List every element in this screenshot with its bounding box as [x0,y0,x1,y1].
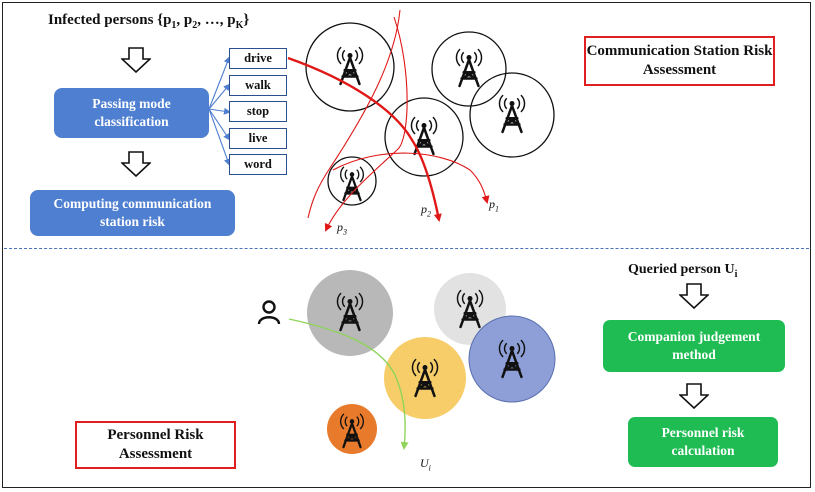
comm-station-title: Communication Station Risk Assessment [584,36,775,86]
station-circle-yellow [384,337,466,419]
trajectory-p3 [324,16,408,232]
mode-live: live [229,128,287,149]
radio-tower-icon [336,45,364,86]
trajectory-aux [307,9,401,219]
mode-connector-live [208,108,231,141]
trajectory-label-ui: Ui [420,456,431,473]
station-circle-gray [307,270,393,356]
trajectory-ui [288,318,409,450]
down-arrow-icon [679,283,709,309]
companion-judgement-box: Companion judgement method [603,320,785,372]
infected-persons-label: Infected persons {p1, p2, …, pK} [48,12,250,31]
radio-tower-icon [498,93,526,134]
trajectory-p2 [287,56,442,222]
station-circle-blue [468,315,556,403]
mode-walk: walk [229,75,287,96]
station-circle-top-1 [305,22,395,112]
mode-connector-word [208,108,231,166]
trajectory-label-p3: p3 [337,220,347,237]
person-icon [257,300,281,325]
station-circle-top-5 [327,156,377,206]
station-circle-orange [327,404,377,454]
mode-word: word [229,154,287,175]
down-arrow-icon [121,47,151,73]
personnel-risk-calc-box: Personnel risk calculation [628,417,778,467]
section-divider [4,248,809,249]
mode-connector-drive [208,56,231,110]
mode-connector-walk [208,83,231,110]
trajectory-p1 [332,152,490,204]
mode-drive: drive [229,48,287,69]
radio-tower-icon [410,115,438,156]
station-circle-top-4 [384,97,464,177]
radio-tower-icon [455,47,483,88]
mode-connector-stop [208,107,231,115]
station-circle-top-2 [431,31,507,107]
trajectory-label-p2: p2 [421,202,431,219]
down-arrow-icon [121,151,151,177]
down-arrow-icon [679,383,709,409]
station-circle-top-3 [469,72,555,158]
radio-tower-icon [339,165,365,202]
trajectory-label-p1: p1 [489,197,499,214]
queried-person-label: Queried person Ui [628,262,738,280]
passing-mode-box: Passing mode classification [54,88,209,138]
computing-station-risk-box: Computing communication station risk [30,190,235,236]
personnel-risk-title: Personnel Risk Assessment [75,421,236,469]
mode-stop: stop [229,101,287,122]
